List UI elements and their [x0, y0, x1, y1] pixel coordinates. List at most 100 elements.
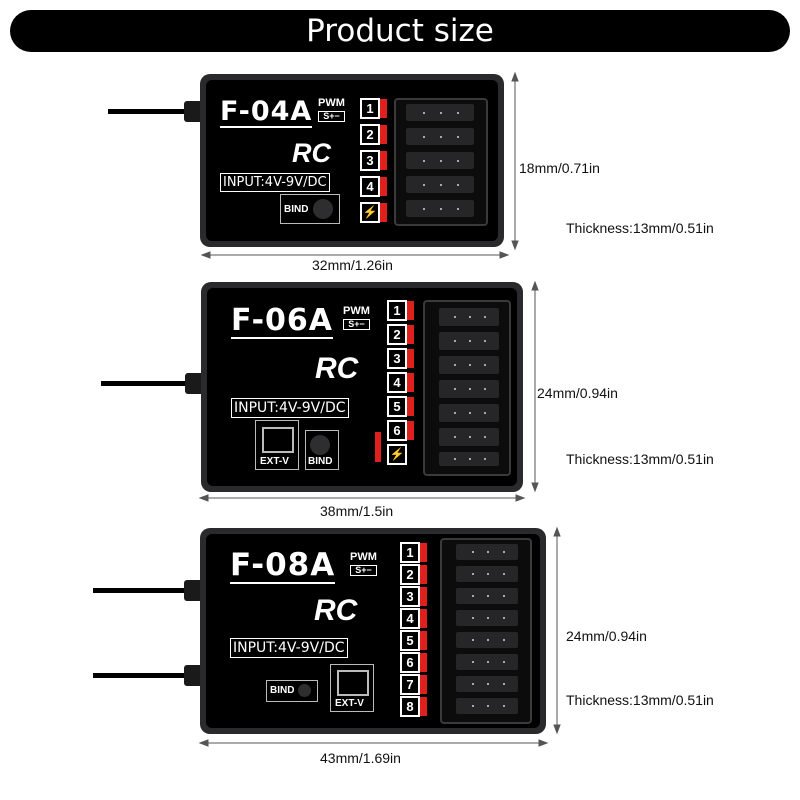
- connector-pin: [423, 184, 425, 186]
- channel-marker: [407, 373, 414, 392]
- input-voltage-label: INPUT:4V-9V/DC: [230, 638, 348, 658]
- model-name: F-06A: [231, 303, 333, 339]
- receiver-f06a: F-06A PWM S+− RC INPUT:4V-9V/DC EXT-V BI…: [201, 282, 523, 492]
- connector-pin: [454, 340, 456, 342]
- connector-pin: [484, 412, 486, 414]
- ext-v-port-panel: EXT-V: [255, 420, 299, 470]
- channel-marker: [407, 301, 414, 320]
- connector-pin: [454, 412, 456, 414]
- connector-pin: [484, 340, 486, 342]
- connector-pin: [503, 573, 505, 575]
- width-dimension: 43mm/1.69in: [320, 750, 401, 766]
- connector-pin: [487, 573, 489, 575]
- antenna-wire: [93, 673, 191, 678]
- antenna-wire: [108, 109, 190, 114]
- model-name: F-08A: [230, 547, 336, 584]
- receiver-f04a: F-04A PWM S+− RC INPUT:4V-9V/DC BIND 1 2…: [200, 74, 504, 247]
- channel-label: 7: [400, 674, 420, 695]
- channel-marker: [380, 203, 387, 222]
- channel-marker: [420, 631, 427, 650]
- receiver-f08a: F-08A PWM S+− RC INPUT:4V-9V/DC BIND EXT…: [200, 528, 546, 734]
- connector-pin: [469, 316, 471, 318]
- connector-pin: [487, 661, 489, 663]
- connector-pin: [423, 208, 425, 210]
- signal-label: S+−: [318, 111, 345, 122]
- channel-label: 1: [400, 542, 420, 563]
- rc-label: RC: [292, 138, 331, 168]
- connector-pin: [423, 112, 425, 114]
- channel-label: 6: [387, 420, 407, 441]
- channel-marker: [420, 543, 427, 562]
- channel-marker: [420, 565, 427, 584]
- channel-marker: [420, 675, 427, 694]
- antenna-sleeve: [185, 373, 205, 394]
- channel-label: 2: [400, 564, 420, 585]
- bind-label: BIND: [270, 685, 295, 696]
- connector-pin: [454, 388, 456, 390]
- connector-pin: [487, 617, 489, 619]
- connector-pin: [472, 683, 474, 685]
- antenna-sleeve: [184, 101, 204, 122]
- connector-pin: [469, 340, 471, 342]
- bind-panel: BIND: [305, 430, 339, 470]
- ext-v-port-panel: EXT-V: [330, 664, 374, 712]
- channel-label: 4: [360, 176, 380, 197]
- connector-pin: [454, 458, 456, 460]
- channel-marker: [380, 151, 387, 170]
- connector-pin: [484, 316, 486, 318]
- connector-pin: [440, 136, 442, 138]
- ext-v-connector[interactable]: [262, 427, 294, 453]
- connector-pin: [440, 160, 442, 162]
- connector-pin: [472, 551, 474, 553]
- connector-pin: [503, 595, 505, 597]
- connector-pin: [454, 436, 456, 438]
- channel-label: 3: [400, 586, 420, 607]
- channel-label: 2: [387, 324, 407, 345]
- connector-pin: [423, 136, 425, 138]
- ext-v-connector[interactable]: [337, 670, 369, 696]
- connector-pin: [487, 595, 489, 597]
- connector-pin: [457, 136, 459, 138]
- connector-pin: [440, 208, 442, 210]
- pwm-label: PWM S+−: [350, 552, 377, 576]
- bind-panel: BIND: [280, 194, 340, 224]
- bind-label: BIND: [308, 456, 333, 467]
- pwm-label: PWM S+−: [343, 306, 370, 330]
- height-dimension: 24mm/0.94in: [537, 385, 618, 401]
- bind-button[interactable]: [313, 199, 333, 219]
- thickness-dimension: Thickness:13mm/0.51in: [566, 220, 714, 236]
- connector-pin: [484, 364, 486, 366]
- connector-pin: [472, 705, 474, 707]
- bind-button[interactable]: [298, 684, 311, 697]
- antenna-wire: [101, 381, 191, 386]
- height-dimension: 18mm/0.71in: [519, 160, 600, 176]
- connector-pin: [503, 661, 505, 663]
- connector-pin: [472, 573, 474, 575]
- bind-panel: BIND: [266, 680, 318, 702]
- pwm-text: PWM: [318, 97, 345, 109]
- connector-pin: [469, 412, 471, 414]
- connector-pin: [503, 683, 505, 685]
- connector-pin: [503, 551, 505, 553]
- channel-label: 1: [360, 98, 380, 119]
- connector-pin: [469, 458, 471, 460]
- pwm-text: PWM: [343, 305, 370, 317]
- bind-button[interactable]: [310, 435, 330, 455]
- channel-label: 6: [400, 652, 420, 673]
- channel-label: 5: [400, 630, 420, 651]
- connector-pin: [454, 316, 456, 318]
- input-voltage-label: INPUT:4V-9V/DC: [220, 173, 330, 192]
- battery-bind-icon: ⚡: [360, 202, 380, 223]
- connector-pin: [484, 458, 486, 460]
- channel-marker: [407, 397, 414, 416]
- connector-pin: [469, 364, 471, 366]
- connector-pin: [503, 639, 505, 641]
- channel-marker: [420, 609, 427, 628]
- channel-marker: [380, 125, 387, 144]
- channel-marker: [407, 421, 414, 440]
- channel-label: 1: [387, 300, 407, 321]
- bind-label: BIND: [284, 204, 309, 215]
- servo-pin-header: [423, 300, 511, 476]
- signal-label: S+−: [343, 319, 370, 330]
